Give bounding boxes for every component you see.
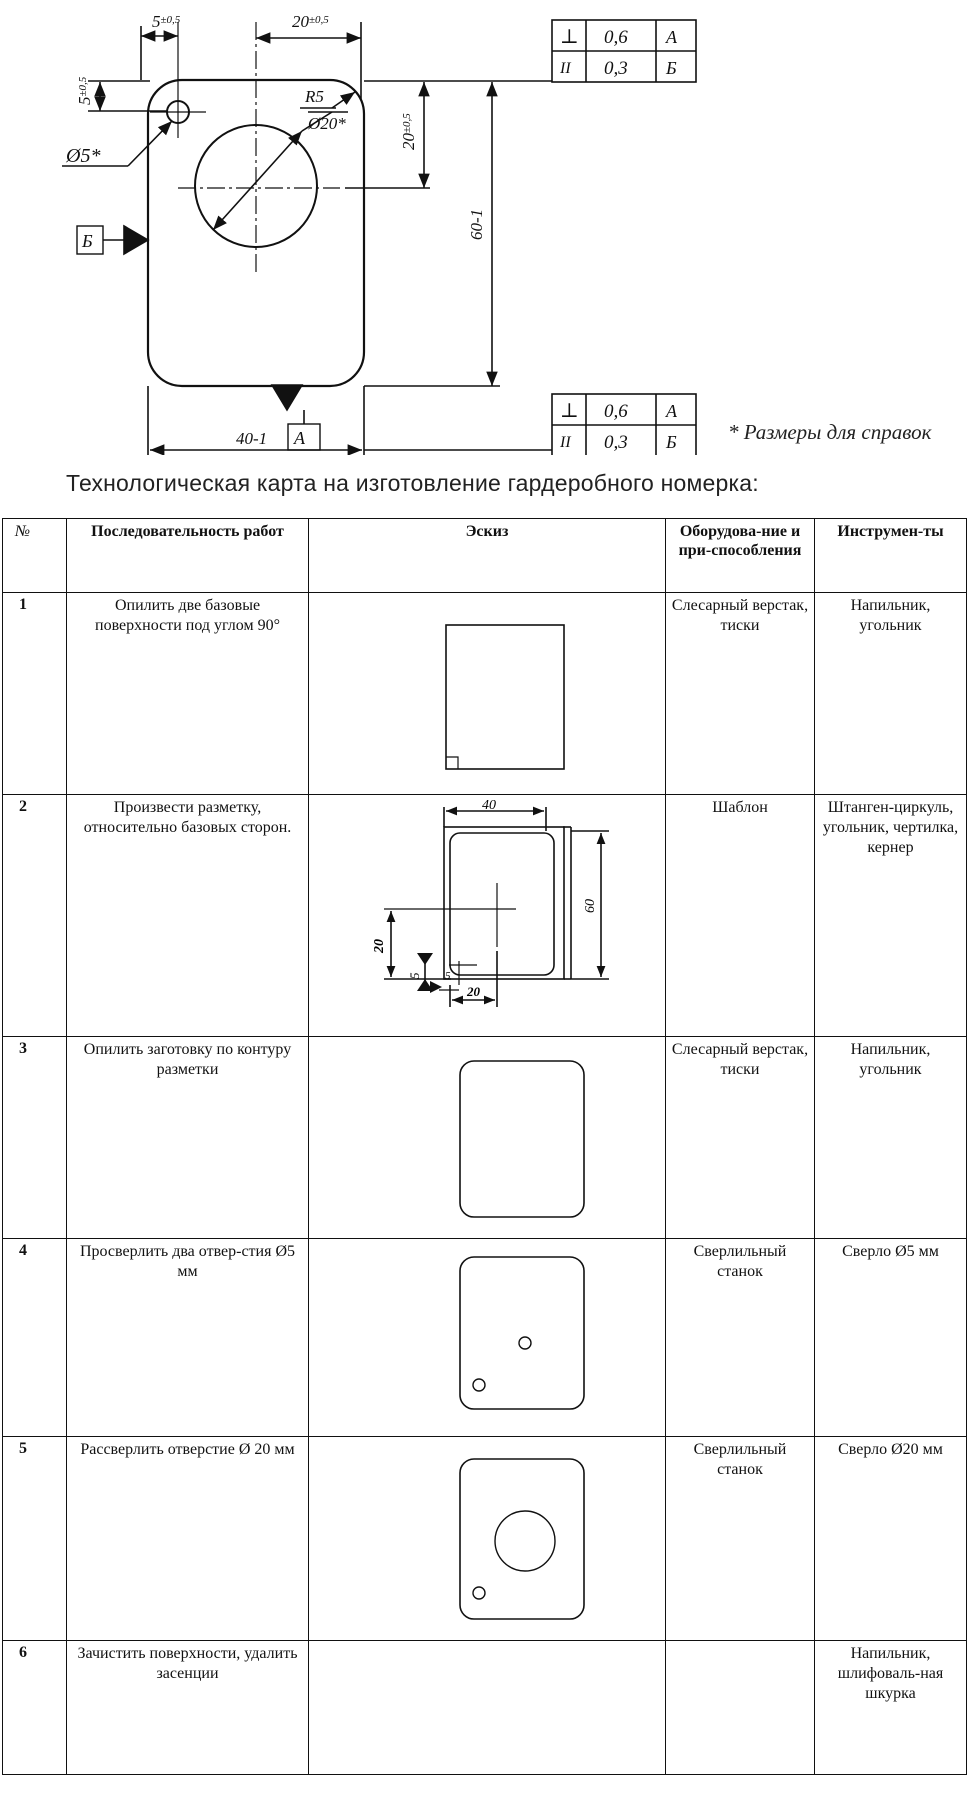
- sketch2-dim-h: 60: [583, 899, 598, 913]
- row-sketch: [308, 1640, 666, 1775]
- row-num: 5: [2, 1436, 67, 1641]
- row-tools: Напильник, шлифоваль-ная шкурка: [814, 1640, 967, 1775]
- table-row: 4 Просверлить два отвер-стия Ø5 мм Сверл…: [2, 1238, 967, 1437]
- technology-card-table: № Последовательность работ Эскиз Оборудо…: [2, 518, 967, 1775]
- reference-note: * Размеры для справок: [728, 420, 932, 444]
- row-tools: Напильник, угольник: [814, 592, 967, 795]
- tol-2-val-2: 0,3: [604, 432, 628, 453]
- row-tools: Сверло Ø5 мм: [814, 1238, 967, 1437]
- tol-1-val-1: 0,6: [604, 27, 628, 48]
- table-row: 5 Рассверлить отверстие Ø 20 мм Сверлиль…: [2, 1436, 967, 1641]
- tol-2-base-2: Б: [665, 432, 677, 452]
- sketch2-dim-v5: 5: [407, 972, 422, 979]
- tolerance-frame-top: [551, 19, 697, 83]
- row-tools: Напильник, угольник: [814, 1036, 967, 1239]
- tolerance-frame-bottom: [551, 393, 697, 455]
- header-sequence: Последовательность работ: [66, 518, 309, 593]
- table-row: 6 Зачистить поверхности, удалить засенци…: [2, 1640, 967, 1775]
- dim-v20-label: 20±0,5: [399, 113, 418, 150]
- row-num: 2: [2, 794, 67, 1037]
- tol-1-base-2: Б: [665, 58, 677, 78]
- dim-dia5-label: Ø5*: [65, 145, 100, 167]
- sketch-marking: 40 60 20 5 5 20: [372, 798, 609, 1007]
- dim-5-label: 5±0,5: [152, 12, 181, 31]
- row-num: 4: [2, 1238, 67, 1437]
- dim-60-label: 60-1: [467, 209, 486, 240]
- table-row: 2 Произвести разметку, относительно базо…: [2, 794, 967, 1037]
- sketch2-dim-w: 40: [482, 798, 496, 813]
- row-sketch: [308, 1036, 666, 1239]
- tol-2-base-1: А: [665, 401, 678, 421]
- row-num: 3: [2, 1036, 67, 1239]
- row-equipment: Слесарный верстак, тиски: [665, 1036, 815, 1239]
- row-equipment: Сверлильный станок: [665, 1436, 815, 1641]
- tol-1-base-1: А: [665, 27, 678, 47]
- row-sequence: Произвести разметку, относительно базовы…: [66, 794, 309, 1037]
- row-sketch: [308, 1238, 666, 1437]
- row-sketch: [308, 592, 666, 795]
- row-sketch: 40 60 20 5 5 20: [308, 794, 666, 1037]
- row-sequence: Опилить две базовые поверхности под угло…: [66, 592, 309, 795]
- row-sequence: Рассверлить отверстие Ø 20 мм: [66, 1436, 309, 1641]
- base-b-label: Б: [81, 231, 93, 251]
- sketch2-dim-h5: 5: [445, 970, 451, 982]
- dim-40-label: 40-1: [236, 429, 267, 448]
- technical-drawing: 5±0,5 20±0,5 5±0,5 R5 Ø20* 20±0,5 Ø5* 60…: [62, 12, 697, 455]
- tol-1-sym-2: II: [559, 60, 571, 77]
- header-num: №: [2, 518, 67, 593]
- sketch2-dim-v20: 20: [372, 939, 387, 954]
- dim-r5-label: R5: [304, 87, 324, 106]
- sketch-enlarged-hole: [459, 1458, 585, 1620]
- document-title: Технологическая карта на изготовление га…: [66, 470, 759, 496]
- tol-1-sym-1: ⊥: [560, 26, 579, 48]
- row-sequence: Зачистить поверхности, удалить засенции: [66, 1640, 309, 1775]
- tol-1-val-2: 0,3: [604, 58, 628, 79]
- row-tools: Сверло Ø20 мм: [814, 1436, 967, 1641]
- header-equipment: Оборудова-ние и при-способления: [665, 518, 815, 593]
- row-equipment: [665, 1640, 815, 1775]
- table-header-row: № Последовательность работ Эскиз Оборудо…: [2, 518, 967, 593]
- row-num: 6: [2, 1640, 67, 1775]
- header-tools: Инструмен-ты: [814, 518, 967, 593]
- row-equipment: Шаблон: [665, 794, 815, 1037]
- row-num: 1: [2, 592, 67, 795]
- base-a-label: А: [293, 428, 306, 448]
- sketch-contour: [459, 1060, 585, 1218]
- header-sketch: Эскиз: [308, 518, 666, 593]
- row-sequence: Просверлить два отвер-стия Ø5 мм: [66, 1238, 309, 1437]
- sketch2-dim-h20: 20: [466, 984, 481, 999]
- table-row: 1 Опилить две базовые поверхности под уг…: [2, 592, 967, 795]
- table-row: 3 Опилить заготовку по контуру разметки …: [2, 1036, 967, 1239]
- tol-2-sym-1: ⊥: [560, 400, 579, 422]
- sketch-two-holes: [459, 1256, 585, 1410]
- row-tools: Штанген-циркуль, угольник, чертилка, кер…: [814, 794, 967, 1037]
- row-sequence: Опилить заготовку по контуру разметки: [66, 1036, 309, 1239]
- tol-2-val-1: 0,6: [604, 401, 628, 422]
- dim-20-label: 20±0,5: [292, 12, 329, 31]
- tol-2-sym-2: II: [559, 434, 571, 451]
- dim-dia20-label: Ø20*: [307, 114, 346, 133]
- row-equipment: Сверлильный станок: [665, 1238, 815, 1437]
- row-sketch: [308, 1436, 666, 1641]
- sketch-blank-square-corner: [445, 624, 565, 770]
- dim-v5-label: 5±0,5: [75, 76, 94, 105]
- row-equipment: Слесарный верстак, тиски: [665, 592, 815, 795]
